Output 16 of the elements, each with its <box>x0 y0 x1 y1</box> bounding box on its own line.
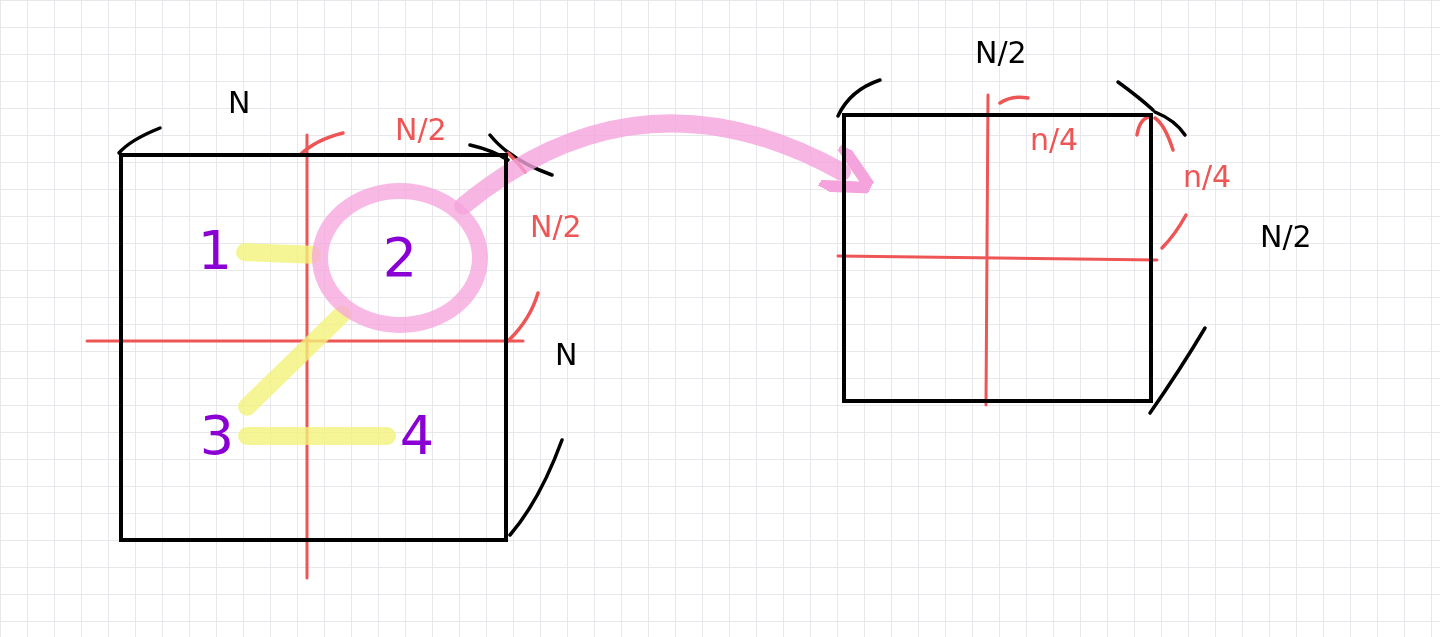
quadrant-number: 2 <box>382 231 418 285</box>
dimension-label: N <box>555 340 578 370</box>
quadrant-number: 4 <box>387 400 447 472</box>
dimension-label: N/2 <box>530 212 582 242</box>
matrix-square <box>119 153 508 542</box>
dimension-label: N/2 <box>1260 222 1312 252</box>
highlighter-stroke <box>238 427 396 445</box>
dimension-label: n/4 <box>1183 162 1232 192</box>
quadrant-number: 1 <box>185 215 245 287</box>
dimension-label: N/2 <box>975 38 1027 68</box>
matrix-square <box>842 113 1153 403</box>
highlight-circle <box>312 183 488 333</box>
dimension-label: N/2 <box>395 115 447 145</box>
dimension-label: N <box>228 88 251 118</box>
quadrant-number: 3 <box>187 400 247 472</box>
dimension-label: n/4 <box>1030 125 1079 155</box>
